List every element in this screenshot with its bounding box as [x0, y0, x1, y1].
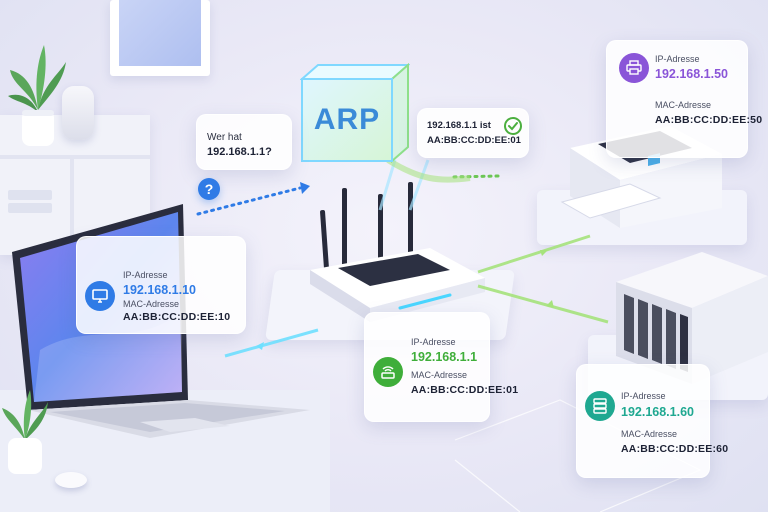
printer-info-card: IP-Adresse 192.168.1.50 MAC-Adresse AA:B…: [606, 40, 762, 158]
laptop-info-card: IP-Adresse 192.168.1.10 MAC-Adresse AA:B…: [76, 236, 246, 334]
router-ip-label: IP-Adresse: [411, 337, 456, 347]
nas-server: [610, 246, 768, 386]
laptop-link: [224, 328, 319, 358]
nas-mac: AA:BB:CC:DD:EE:60: [621, 443, 729, 455]
arp-beam: [378, 159, 430, 211]
router-info-card: IP-Adresse 192.168.1.1 MAC-Adresse AA:BB…: [364, 312, 518, 422]
wall-picture: [110, 0, 210, 76]
laptop-mac-label: MAC-Adresse: [123, 299, 180, 309]
router-mac: AA:BB:CC:DD:EE:01: [411, 384, 519, 396]
printer-mac: AA:BB:CC:DD:EE:50: [655, 114, 763, 126]
router-ip: 192.168.1.1: [411, 350, 478, 364]
monitor-icon: [92, 289, 108, 303]
printer-icon-badge: [619, 53, 649, 83]
smart-puck: [55, 472, 87, 488]
router-icon: [381, 366, 395, 379]
check-icon: [504, 117, 522, 135]
reply-line2: AA:BB:CC:DD:EE:01: [427, 135, 521, 146]
arp-reply-bubble: 192.168.1.1 ist AA:BB:CC:DD:EE:01: [417, 108, 529, 158]
server-icon-badge: [585, 391, 615, 421]
laptop-ip: 192.168.1.10: [123, 283, 196, 297]
printer-icon: [626, 60, 642, 75]
router: [300, 180, 490, 325]
desk-plant: [0, 380, 50, 476]
server-icon: [593, 398, 607, 414]
printer-ip: 192.168.1.50: [655, 67, 728, 81]
router-mac-label: MAC-Adresse: [411, 370, 468, 380]
printer-link: [477, 234, 591, 274]
arp-label: ARP: [313, 103, 381, 136]
printer-mac-label: MAC-Adresse: [655, 100, 712, 110]
smart-speaker: [62, 86, 94, 140]
monitor-icon-badge: [85, 281, 115, 311]
arp-reply-beam: [386, 157, 471, 183]
question-icon: ?: [198, 178, 220, 200]
arp-cube: ARP: [300, 63, 410, 163]
request-line2: 192.168.1.1?: [207, 146, 272, 158]
laptop-ip-label: IP-Adresse: [123, 270, 168, 280]
nas-mac-label: MAC-Adresse: [621, 429, 678, 439]
nas-info-card: IP-Adresse 192.168.1.60 MAC-Adresse AA:B…: [576, 364, 728, 478]
laptop-mac: AA:BB:CC:DD:EE:10: [123, 311, 231, 323]
nas-ip-label: IP-Adresse: [621, 391, 666, 401]
nas-ip: 192.168.1.60: [621, 405, 694, 419]
reply-line1: 192.168.1.1 ist: [427, 120, 491, 131]
nas-link: [477, 284, 609, 324]
arp-request-bubble: Wer hat 192.168.1.1?: [196, 114, 292, 170]
request-arrow: [196, 182, 310, 216]
potted-plant: [8, 40, 68, 150]
router-icon-badge: [373, 357, 403, 387]
request-line1: Wer hat: [207, 132, 242, 143]
printer-ip-label: IP-Adresse: [655, 54, 700, 64]
